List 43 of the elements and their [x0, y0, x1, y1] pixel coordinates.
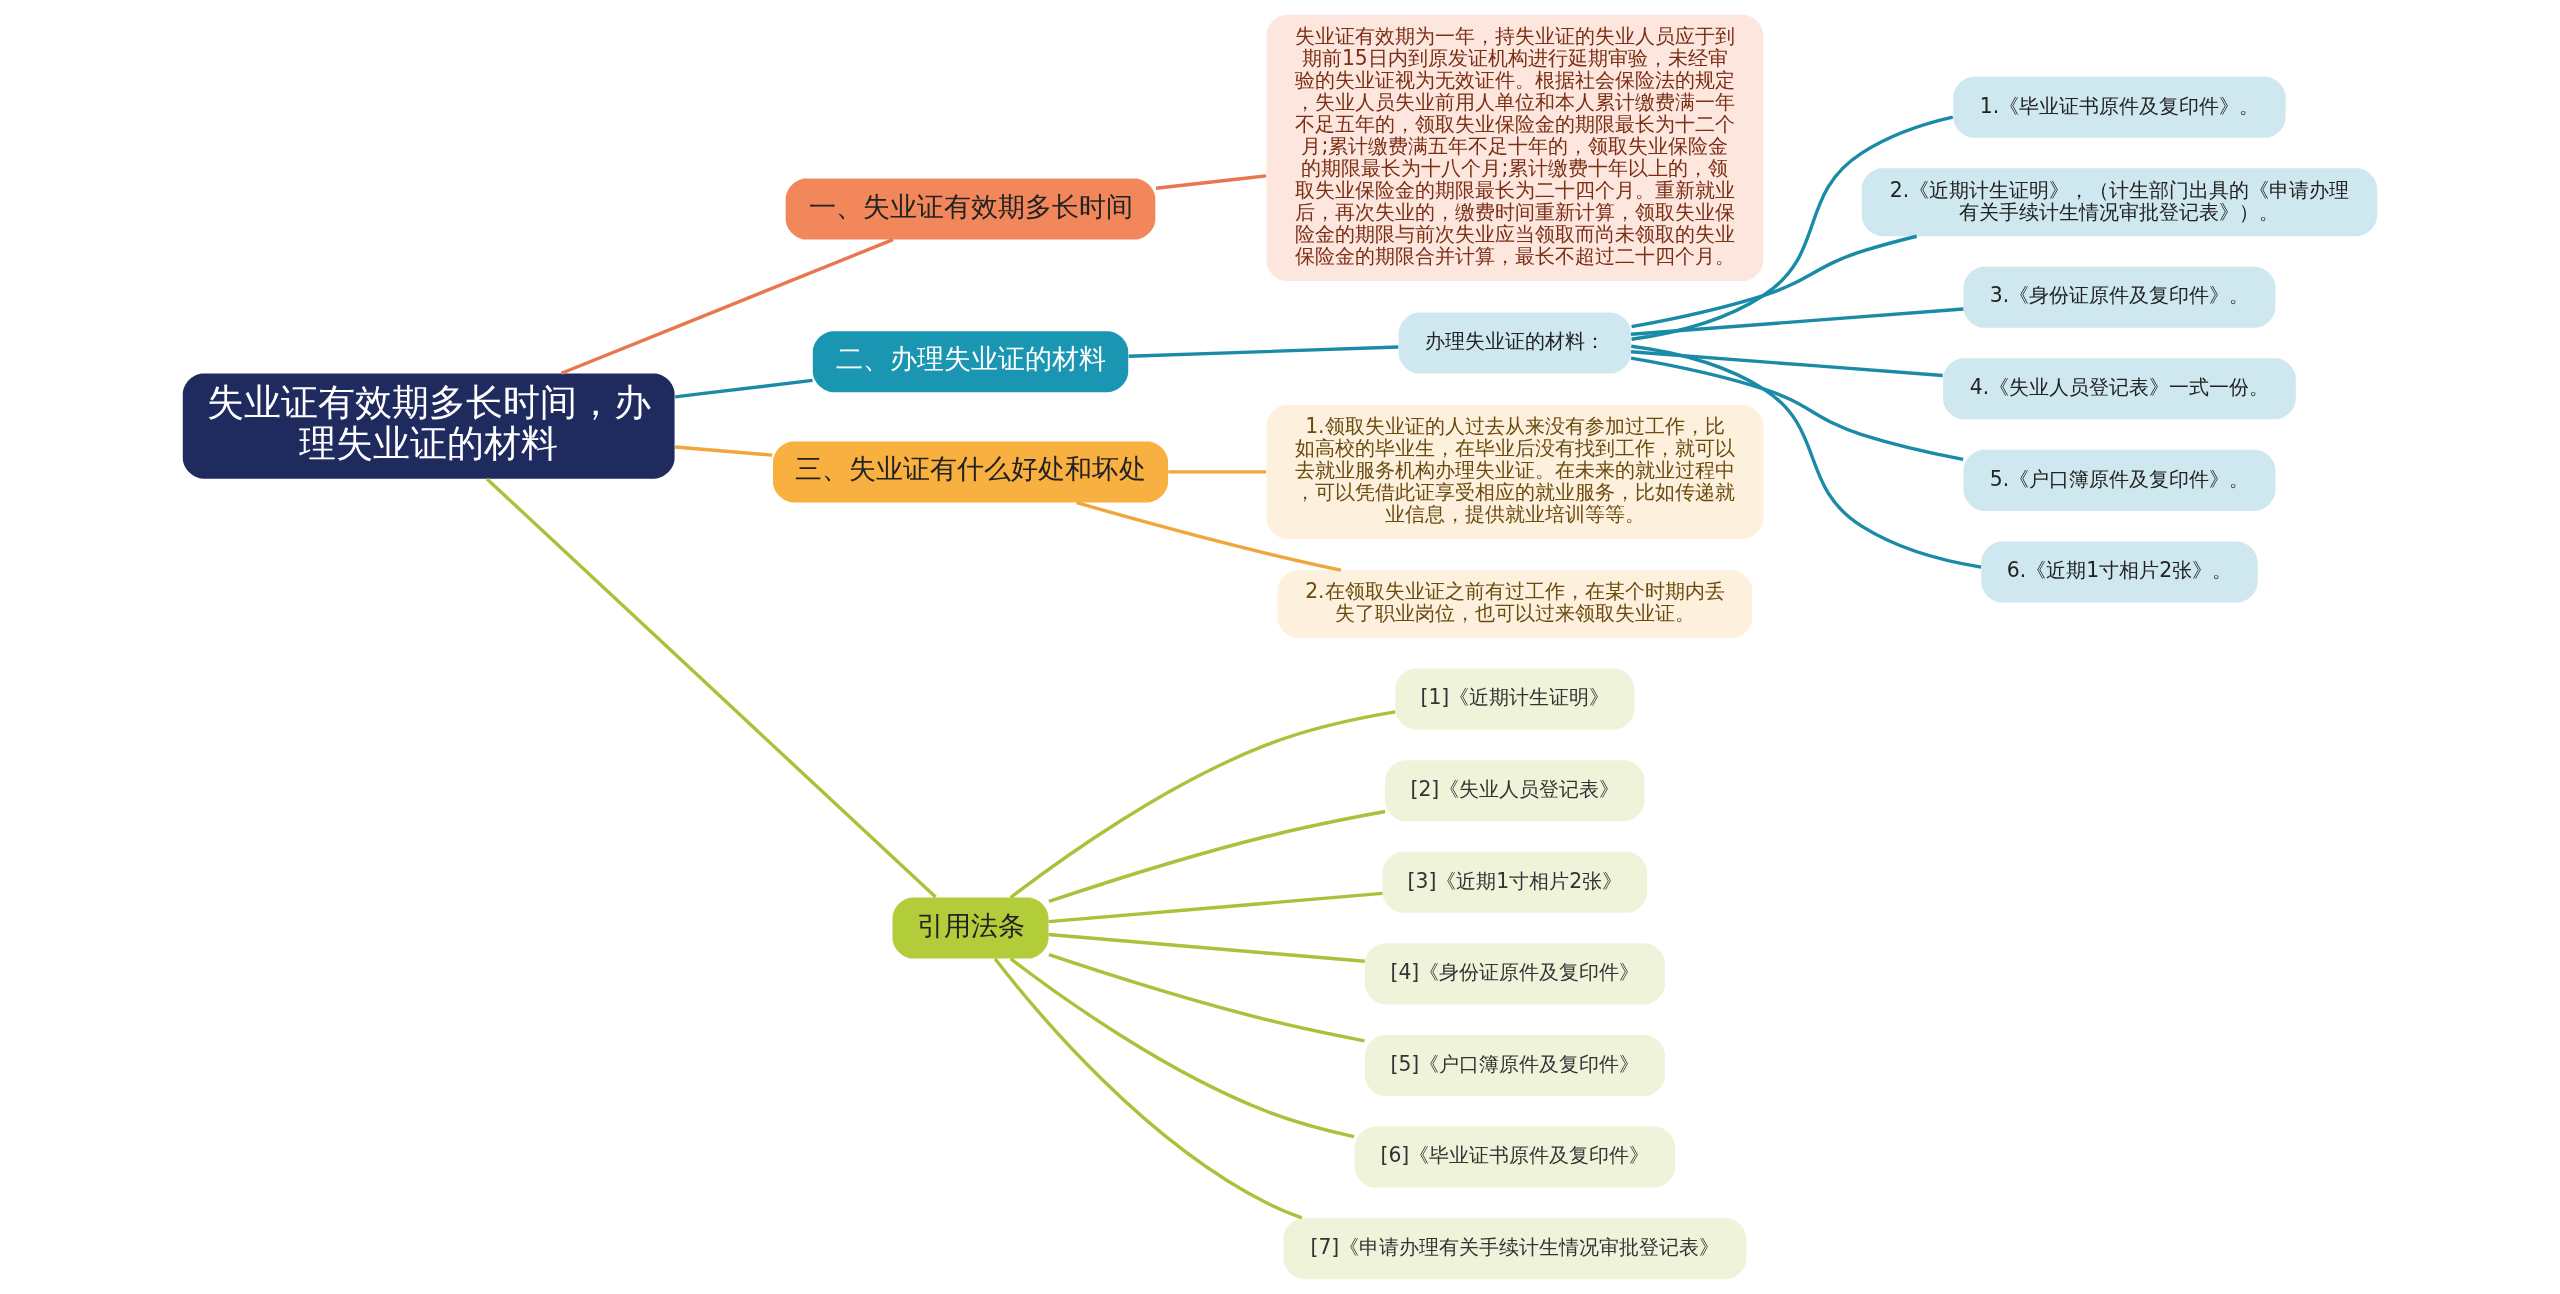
- connector: [1048, 932, 1365, 963]
- connector: [1048, 809, 1386, 904]
- connector: [1009, 957, 1355, 1139]
- node-box: 2.《近期计生证明》，（计生部门出具的《申请办理有关手续计生情况审批登记表》）。: [1861, 168, 2378, 237]
- node-box: 2.在领取失业证之前有过工作，在某个时期内丢失了职业岗位，也可以过来领取失业证。: [1277, 570, 1753, 639]
- node-box: 1.《毕业证书原件及复印件》。: [1953, 76, 2286, 138]
- connector: [485, 477, 937, 899]
- node-box: 5.《户口簿原件及复印件》。: [1963, 449, 2276, 511]
- connector: [1630, 356, 1964, 462]
- node-box: 1.领取失业证的人过去从来没有参加过工作，比如高校的毕业生，在毕业后没有找到工作，就可以去就业服务机构办理失业证。在未来的就业过程中，可以凭借此证享受相应的就业服务，比如传递就业信息，提供就业培训等等。: [1266, 404, 1764, 539]
- node-box: [4]《身份证原件及复印件》: [1364, 943, 1665, 1005]
- connector: [1631, 115, 1954, 341]
- node-box: [5]《户口簿原件及复印件》: [1364, 1034, 1665, 1096]
- connector: [560, 238, 894, 375]
- connector: [1048, 953, 1365, 1043]
- connector: [1168, 470, 1267, 474]
- connector: [1009, 710, 1396, 899]
- connector: [1155, 174, 1267, 190]
- node-box: 二、办理失业证的材料: [812, 331, 1129, 393]
- node-box: 4.《失业人员登记表》一式一份。: [1943, 358, 2296, 420]
- connector: [1630, 307, 1964, 336]
- node-box: 3.《身份证原件及复印件》。: [1963, 266, 2276, 328]
- node-box: 三、失业证有什么好处和坏处: [772, 441, 1169, 503]
- node-box: 失业证有效期为一年，持失业证的失业人员应于到期前15日内到原发证机构进行延期审验，未经审验的失业证视为无效证件。根据社会保险法的规定，失业人员失业前用人单位和本人累计缴费满一年不足五年的，领取失业保险金的期限最长为十二个月;累计缴费满五年不足十年的，领取失业保险金的期限最长为十八个月;累计缴费十年以上的，领取失业保险金的期限最长为二十四个月。重新就业后，再次失业的，缴费时间重新计算，领取失业保险金的期限与前次失业应当领取而尚未领取的失业保险金的期限合并计算，最长不超过二十四个月。: [1266, 14, 1764, 282]
- node-box: 办理失业证的材料：: [1398, 312, 1632, 374]
- node-box: 引用法条: [892, 897, 1049, 959]
- connector: [1631, 344, 1982, 569]
- node-box: [2]《失业人员登记表》: [1385, 760, 1645, 822]
- connector: [1076, 501, 1342, 572]
- node-box: 一、失业证有效期多长时间: [785, 178, 1156, 240]
- connector: [993, 957, 1303, 1220]
- connector: [675, 445, 773, 457]
- connector: [1128, 345, 1399, 358]
- node-box: [6]《毕业证书原件及复印件》: [1354, 1126, 1676, 1188]
- node-box: [7]《申请办理有关手续计生情况审批登记表》: [1283, 1218, 1747, 1280]
- node-box: 失业证有效期多长时间，办理失业证的材料: [182, 373, 675, 479]
- connector: [674, 378, 813, 399]
- node-box: [3]《近期1寸相片2张》: [1382, 851, 1648, 913]
- node-box: [1]《近期计生证明》: [1395, 668, 1635, 730]
- node-box: 6.《近期1寸相片2张》。: [1981, 541, 2258, 603]
- connector: [1048, 891, 1383, 924]
- connector: [1630, 350, 1943, 378]
- connector: [1631, 234, 1918, 329]
